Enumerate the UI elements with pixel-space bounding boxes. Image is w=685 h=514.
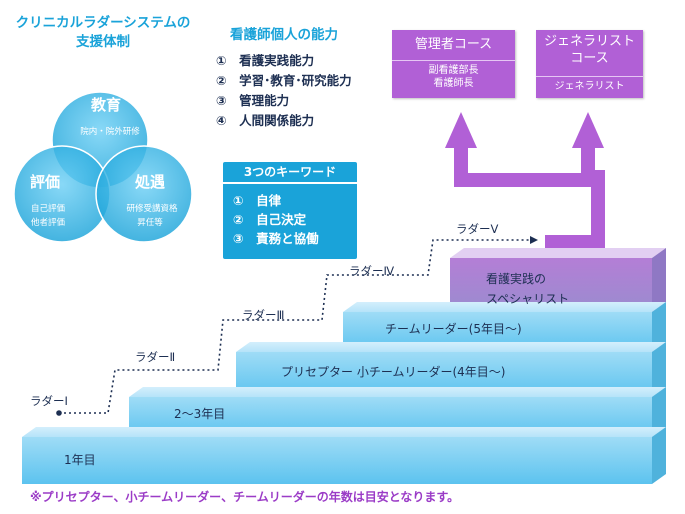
ladder-3-label: ラダーⅢ <box>242 308 284 322</box>
system-title: クリニカルラダーシステムの 支援体制 <box>8 14 198 52</box>
ladder-dotted-path <box>56 236 538 416</box>
keywords-heading: 3つのキーワード <box>223 162 357 184</box>
step-4-label: チームリーダー(5年目～) <box>385 321 522 336</box>
system-title-line1: クリニカルラダーシステムの <box>15 15 191 31</box>
generalist-title-line1: ジェネラリスト <box>543 34 635 49</box>
step-5-label-line1: 看護実践の <box>486 271 546 286</box>
generalist-course-role: ジェネラリスト <box>536 76 643 93</box>
generalist-course-title: ジェネラリスト コース <box>536 30 643 67</box>
venn-education-sub: 院内・院外研修 <box>80 126 140 137</box>
system-title-line2: 支援体制 <box>76 34 130 50</box>
generalist-course-box: ジェネラリスト コース ジェネラリスト <box>536 30 643 98</box>
course-arrows <box>445 112 605 249</box>
ability-item: ① 看護実践能力 <box>216 53 315 68</box>
ability-item: ④ 人間関係能力 <box>216 113 315 128</box>
management-role-1: 副看護部長 <box>428 65 479 76</box>
ability-item: ③ 管理能力 <box>216 93 290 108</box>
step-5-label-line2: スペシャリスト <box>486 292 569 306</box>
ladder-2-label: ラダーⅡ <box>135 350 175 364</box>
management-course-box: 管理者コース 副看護部長 看護師長 <box>392 30 515 98</box>
venn-education-label: 教育 <box>90 96 121 114</box>
venn-circle-treatment <box>95 145 193 243</box>
ladder-4-label: ラダーⅣ <box>349 264 394 278</box>
ladder-1-label: ラダーⅠ <box>30 394 68 408</box>
venn-treatment-sub1: 研修受講資格 <box>126 203 178 214</box>
support-venn-diagram: 教育 院内・院外研修 評価 自己評価 他者評価 処遇 研修受講資格 昇任等 <box>13 91 193 243</box>
abilities-list: ① 看護実践能力 ② 学習･教育･研究能力 ③ 管理能力 ④ 人間関係能力 <box>216 51 352 131</box>
step-1 <box>22 427 666 484</box>
keywords-list: ① 自律 ② 自己決定 ③ 責務と協働 <box>233 191 319 248</box>
ladder-5-label: ラダーⅤ <box>456 222 498 236</box>
keyword-item: ③ 責務と協働 <box>233 231 319 246</box>
generalist-title-line2: コース <box>570 51 609 66</box>
venn-treatment-sub2: 昇任等 <box>137 217 163 228</box>
ability-item: ② 学習･教育･研究能力 <box>216 73 352 88</box>
management-course-roles: 副看護部長 看護師長 <box>392 60 515 90</box>
management-role-2: 看護師長 <box>433 78 474 89</box>
footnote: ※プリセプター、小チームリーダー、チームリーダーの年数は目安となります。 <box>30 490 460 504</box>
venn-evaluation-label: 評価 <box>30 173 60 191</box>
venn-evaluation-sub1: 自己評価 <box>31 203 66 214</box>
management-course-title: 管理者コース <box>414 37 493 52</box>
step-2-label: 2～3年目 <box>174 407 225 421</box>
step-1-label: 1年目 <box>64 453 96 467</box>
venn-treatment-label: 処遇 <box>134 173 165 191</box>
abilities-heading: 看護師個人の能力 <box>230 27 338 43</box>
keyword-item: ① 自律 <box>233 193 282 208</box>
keyword-item: ② 自己決定 <box>233 212 307 227</box>
venn-evaluation-sub2: 他者評価 <box>31 217 66 228</box>
keywords-box: 3つのキーワード ① 自律 ② 自己決定 ③ 責務と協働 <box>223 162 357 259</box>
step-3-label: プリセプター 小チームリーダー(4年目～) <box>281 364 505 379</box>
